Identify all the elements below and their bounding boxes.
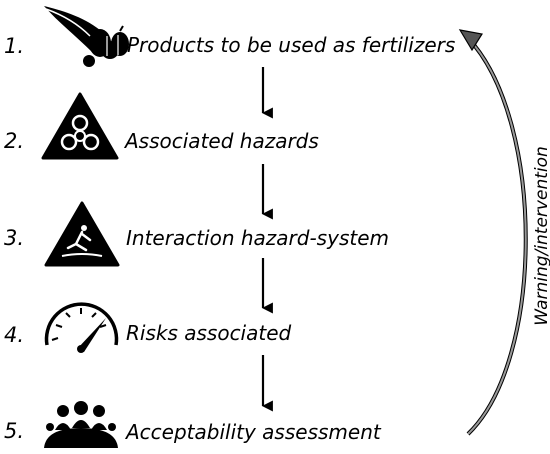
step-label-1: Products to be used as fertilizers [127, 33, 455, 57]
step-number-2: 2. [4, 129, 24, 153]
meeting-group-icon [44, 401, 118, 448]
biohazard-sign-icon [41, 92, 119, 160]
cornucopia-icon [44, 6, 129, 67]
step-number-4: 4. [4, 323, 24, 347]
gauge-icon [44, 302, 119, 353]
step-label-5: Acceptability assessment [124, 420, 382, 444]
feedback-label: Warning/intervention [532, 146, 550, 326]
step-label-3: Interaction hazard-system [126, 226, 389, 250]
step-number-5: 5. [4, 419, 24, 443]
slip-hazard-sign-icon [44, 201, 120, 267]
feedback-arrow [467, 37, 527, 435]
feedback-arrow-head [458, 29, 483, 52]
step-label-2: Associated hazards [123, 129, 319, 153]
step-label-4: Risks associated [126, 321, 292, 345]
feedback-arrow-outline [466, 36, 528, 436]
step-number-1: 1. [4, 34, 24, 58]
step-number-3: 3. [4, 226, 24, 250]
